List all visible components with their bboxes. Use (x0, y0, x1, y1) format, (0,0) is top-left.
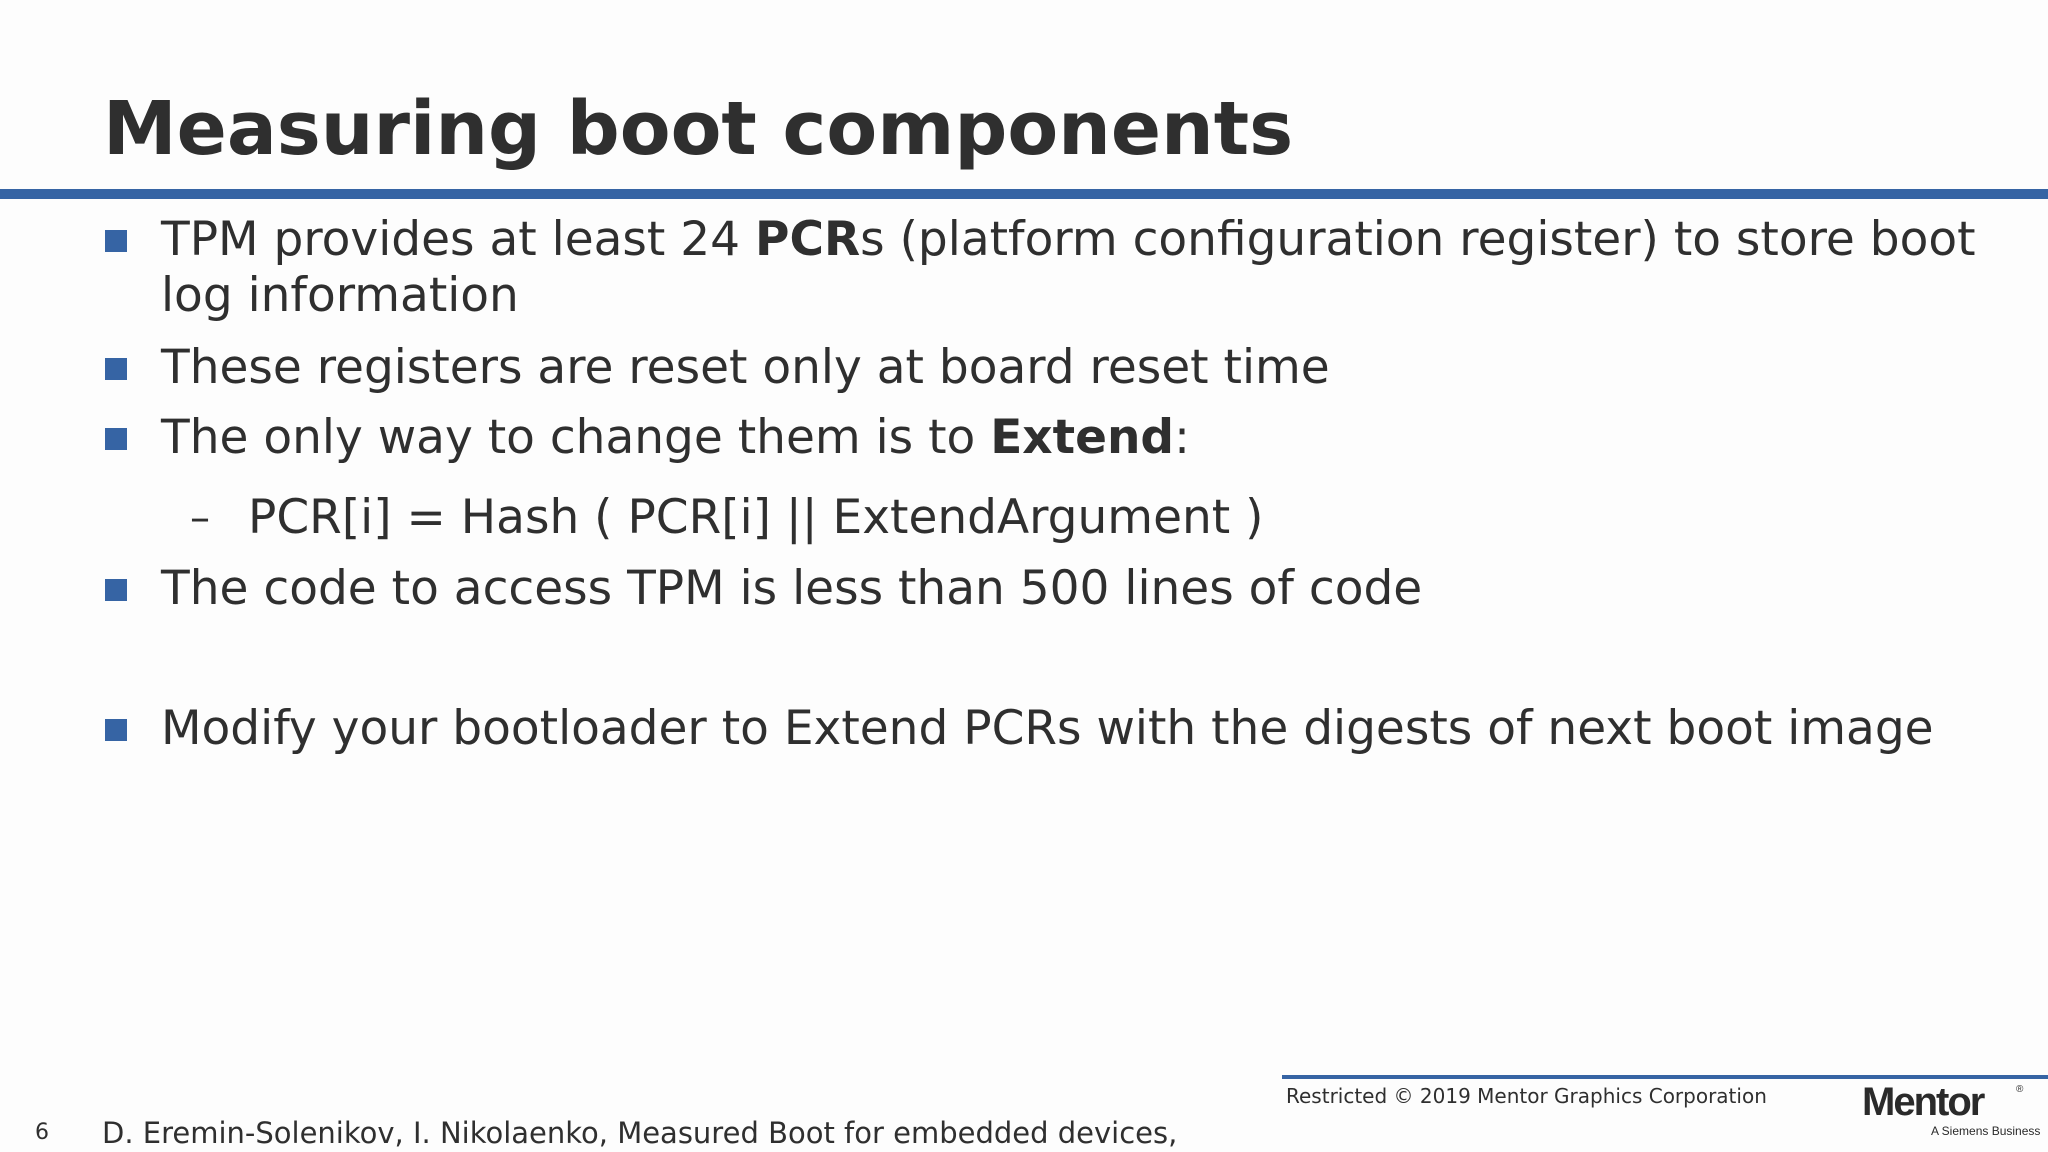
title-divider (0, 189, 2048, 199)
bullet-text: The code to access TPM is less than 500 … (161, 561, 1423, 616)
bullet-square-icon (105, 719, 127, 741)
mentor-logo: Mentor ® A Siemens Business (1862, 1080, 2040, 1138)
sub-bullet-text: PCR[i] = Hash ( PCR[i] || ExtendArgument… (248, 490, 1264, 545)
dash-icon: – (190, 495, 210, 541)
bullet-text: TPM provides at least 24 PCRs (platform … (161, 212, 1976, 323)
page-number: 6 (35, 1120, 49, 1145)
bullet-text: These registers are reset only at board … (161, 340, 1330, 395)
bullet-text: Modify your bootloader to Extend PCRs wi… (161, 701, 1934, 756)
bullet-square-icon (105, 579, 127, 601)
bullet-square-icon (105, 230, 127, 252)
logo-tagline: A Siemens Business (1931, 1124, 2041, 1138)
footer-citation: D. Eremin-Solenikov, I. Nikolaenko, Meas… (102, 1116, 1178, 1150)
bullet-text: The only way to change them is to Extend… (161, 410, 1190, 465)
logo-wordmark: Mentor (1862, 1080, 1985, 1124)
copyright-notice: Restricted © 2019 Mentor Graphics Corpor… (1286, 1084, 1767, 1108)
slide-title: Measuring boot components (103, 86, 1294, 172)
footer-divider (1282, 1075, 2048, 1079)
bullet-square-icon (105, 358, 127, 380)
bullet-square-icon (105, 428, 127, 450)
registered-mark: ® (2016, 1084, 2024, 1095)
